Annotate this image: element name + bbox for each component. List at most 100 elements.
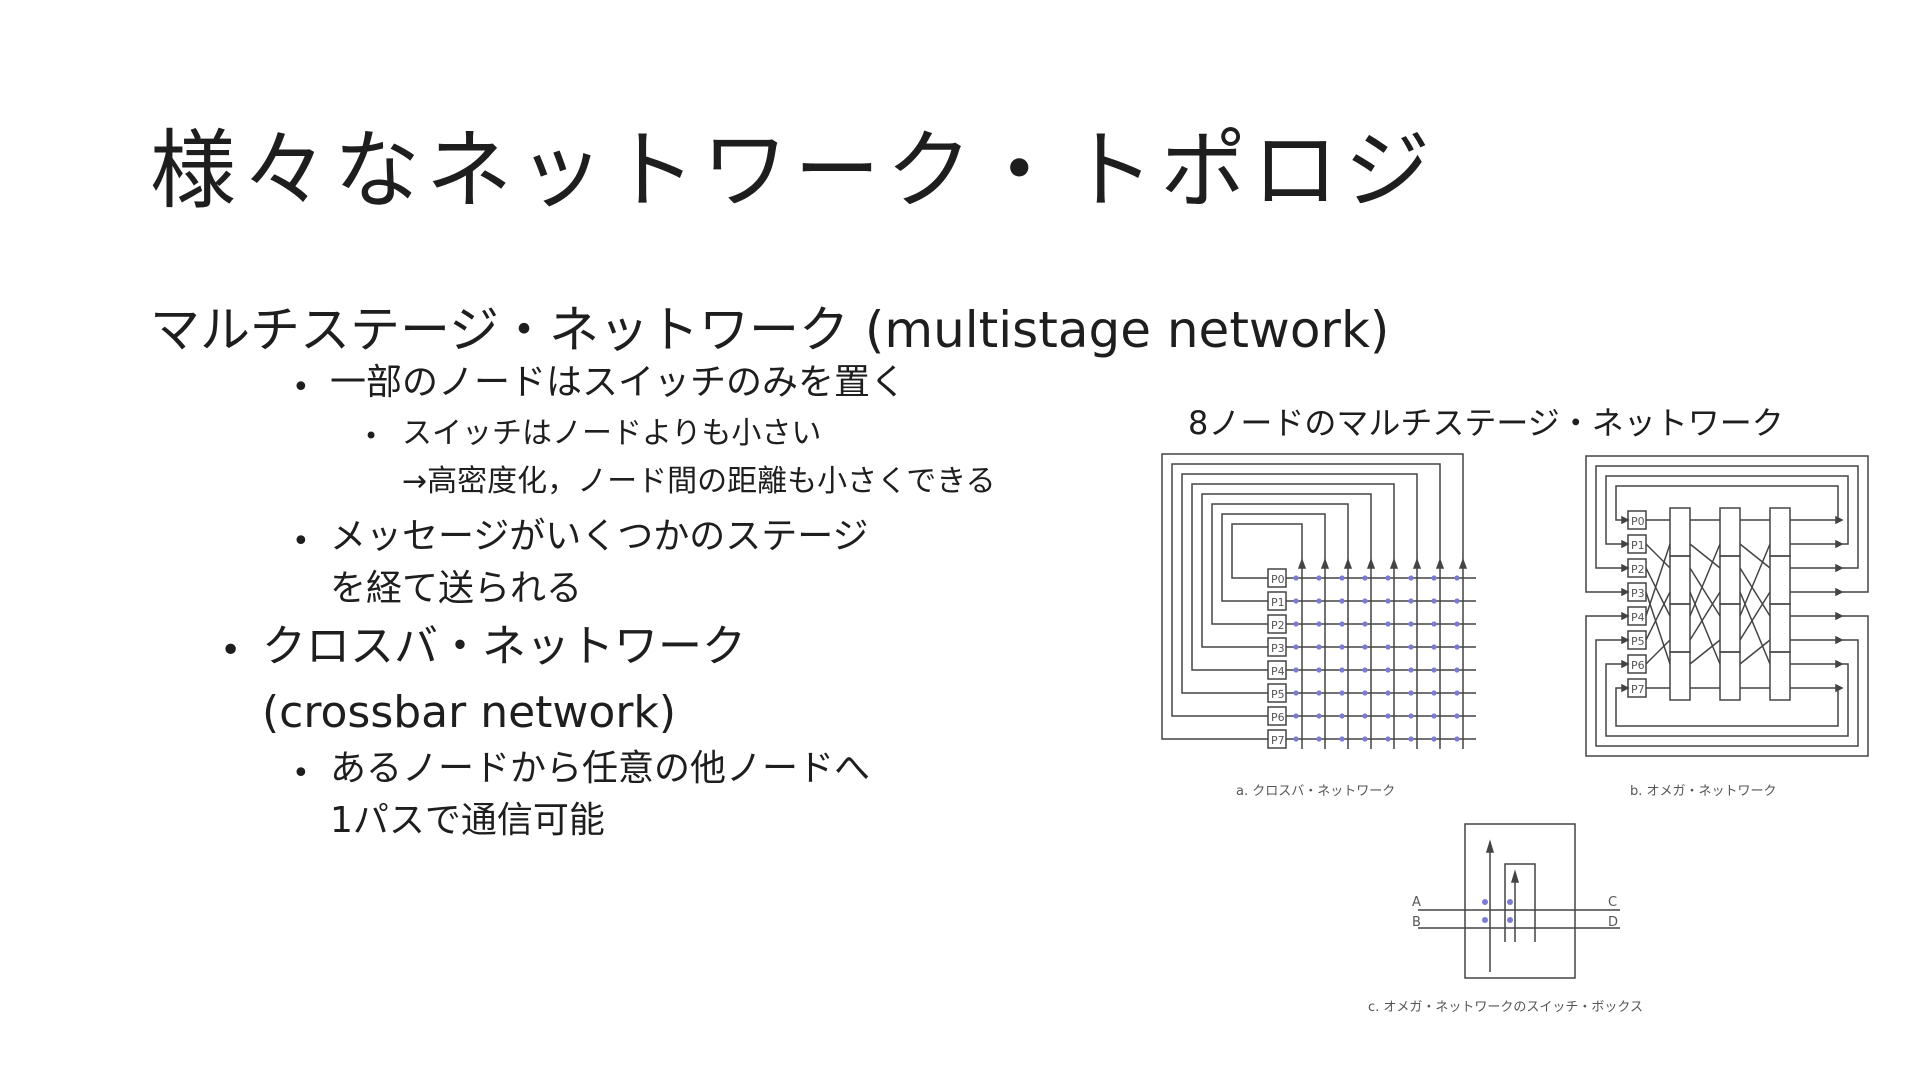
section-heading: マルチステージ・ネットワーク (multistage network) <box>150 301 1390 359</box>
crossbar-switch-dot <box>1293 598 1299 604</box>
crossbar-switch-dot <box>1339 736 1345 742</box>
omega-arrow <box>1835 683 1844 693</box>
crossbar-switch-dot <box>1316 621 1322 627</box>
omega-node-label: P4 <box>1631 611 1645 624</box>
switch-box-outline <box>1464 823 1576 979</box>
omega-switch-box <box>1719 507 1741 557</box>
omega-loop <box>1595 639 1859 747</box>
omega-arrow <box>1621 539 1630 549</box>
crossbar-switch-dot <box>1385 736 1391 742</box>
omega-switch-box <box>1669 507 1691 557</box>
crossbar-arrow <box>1320 557 1330 569</box>
crossbar-switch-dot <box>1454 644 1460 650</box>
crossbar-switch-dot <box>1316 644 1322 650</box>
omega-wire <box>1739 591 1771 665</box>
omega-arrow <box>1621 563 1630 573</box>
omega-loop <box>1615 687 1842 727</box>
omega-arrow <box>1621 635 1630 645</box>
crossbar-arrow <box>1389 557 1399 569</box>
omega-switch-box <box>1669 603 1691 653</box>
crossbar-switch-dot <box>1362 713 1368 719</box>
crossbar-switch-dot <box>1316 713 1322 719</box>
crossbar-switch-dot <box>1339 621 1345 627</box>
crossbar-switch-dot <box>1454 713 1460 719</box>
crossbar-loop <box>1221 513 1326 602</box>
crossbar-switch-dot <box>1454 736 1460 742</box>
crossbar-loop <box>1231 523 1303 579</box>
omega-node-label: P3 <box>1631 587 1645 600</box>
omega-wire <box>1645 639 1671 665</box>
switchbox-input-b: B <box>1412 915 1421 930</box>
switchbox-input-a: A <box>1412 895 1421 910</box>
crossbar-switch-dot <box>1293 575 1299 581</box>
crossbar-switch-dot <box>1293 644 1299 650</box>
omega-switch-box <box>1719 651 1741 701</box>
crossbar-switch-dot <box>1339 644 1345 650</box>
crossbar-switch-dot <box>1293 736 1299 742</box>
crossbar-switch-dot <box>1431 621 1437 627</box>
omega-arrow <box>1835 539 1844 549</box>
omega-node-label: P1 <box>1631 539 1645 552</box>
switch-box-diagram: A B C D <box>1412 823 1620 979</box>
crossbar-switch-dot <box>1431 736 1437 742</box>
omega-switch-box <box>1719 555 1741 605</box>
crossbar-switch-dot <box>1431 690 1437 696</box>
crossbar-switch-dot <box>1316 598 1322 604</box>
omega-switch-box <box>1769 507 1791 557</box>
omega-wire <box>1689 567 1721 617</box>
bullet-any-node-line1: あるノードから任意の他ノードへ <box>330 748 871 789</box>
omega-wire <box>1739 543 1771 569</box>
omega-wire <box>1689 543 1721 569</box>
crossbar-arrow <box>1297 557 1307 569</box>
crossbar-arrow <box>1366 557 1376 569</box>
bullet-crossbar-line2: (crossbar network) <box>262 687 677 738</box>
omega-arrow <box>1621 611 1630 621</box>
crossbar-switch-dot <box>1431 713 1437 719</box>
switchbox-output-c: C <box>1608 895 1617 910</box>
crossbar-node-label: P6 <box>1271 711 1285 724</box>
figure-caption: 8ノードのマルチステージ・ネットワーク <box>1188 404 1784 442</box>
omega-switch-box <box>1769 555 1791 605</box>
omega-switch-box <box>1669 555 1691 605</box>
bullet-message-line1: メッセージがいくつかのステージ <box>330 516 869 557</box>
crossbar-switch-dot <box>1385 575 1391 581</box>
crossbar-loop <box>1171 463 1441 717</box>
omega-wire <box>1645 591 1671 665</box>
crossbar-arrow <box>1458 557 1468 569</box>
crossbar-loop <box>1191 483 1395 671</box>
crossbar-node-label: P3 <box>1271 642 1285 655</box>
crossbar-loop <box>1211 503 1349 625</box>
omega-node-label: P6 <box>1631 659 1645 672</box>
crossbar-switch-dot <box>1339 690 1345 696</box>
crossbar-switch-dot <box>1385 713 1391 719</box>
crossbar-switch-dot <box>1408 575 1414 581</box>
crossbar-switch-dot <box>1408 713 1414 719</box>
crossbar-switch-dot <box>1454 667 1460 673</box>
crossbar-switch-dot <box>1454 598 1460 604</box>
switchbox-dot <box>1482 899 1488 905</box>
crossbar-node-label: P7 <box>1271 734 1285 747</box>
crossbar-switch-dot <box>1293 713 1299 719</box>
omega-arrow <box>1835 587 1844 597</box>
slide-title: 様々なネットワーク・トポロジ <box>150 121 1437 221</box>
bullet-dot: • <box>292 524 310 559</box>
omega-loop <box>1585 455 1869 593</box>
crossbar-switch-dot <box>1362 667 1368 673</box>
omega-node-label: P0 <box>1631 515 1645 528</box>
omega-switch-box <box>1719 603 1741 653</box>
crossbar-switch-dot <box>1431 575 1437 581</box>
omega-loop <box>1605 475 1849 545</box>
crossbar-node-label: P4 <box>1271 665 1285 678</box>
omega-wire <box>1739 567 1771 617</box>
omega-arrow <box>1835 611 1844 621</box>
crossbar-switch-dot <box>1408 736 1414 742</box>
bullet-dot: • <box>292 756 310 791</box>
crossbar-switch-dot <box>1362 598 1368 604</box>
crossbar-switch-dot <box>1339 598 1345 604</box>
crossbar-node-label: P1 <box>1271 596 1285 609</box>
omega-wire <box>1645 543 1671 569</box>
omega-arrow <box>1621 587 1630 597</box>
bullet-switch-only: 一部のノードはスイッチのみを置く <box>330 362 907 403</box>
crossbar-arrow <box>1435 557 1445 569</box>
crossbar-switch-dot <box>1362 621 1368 627</box>
